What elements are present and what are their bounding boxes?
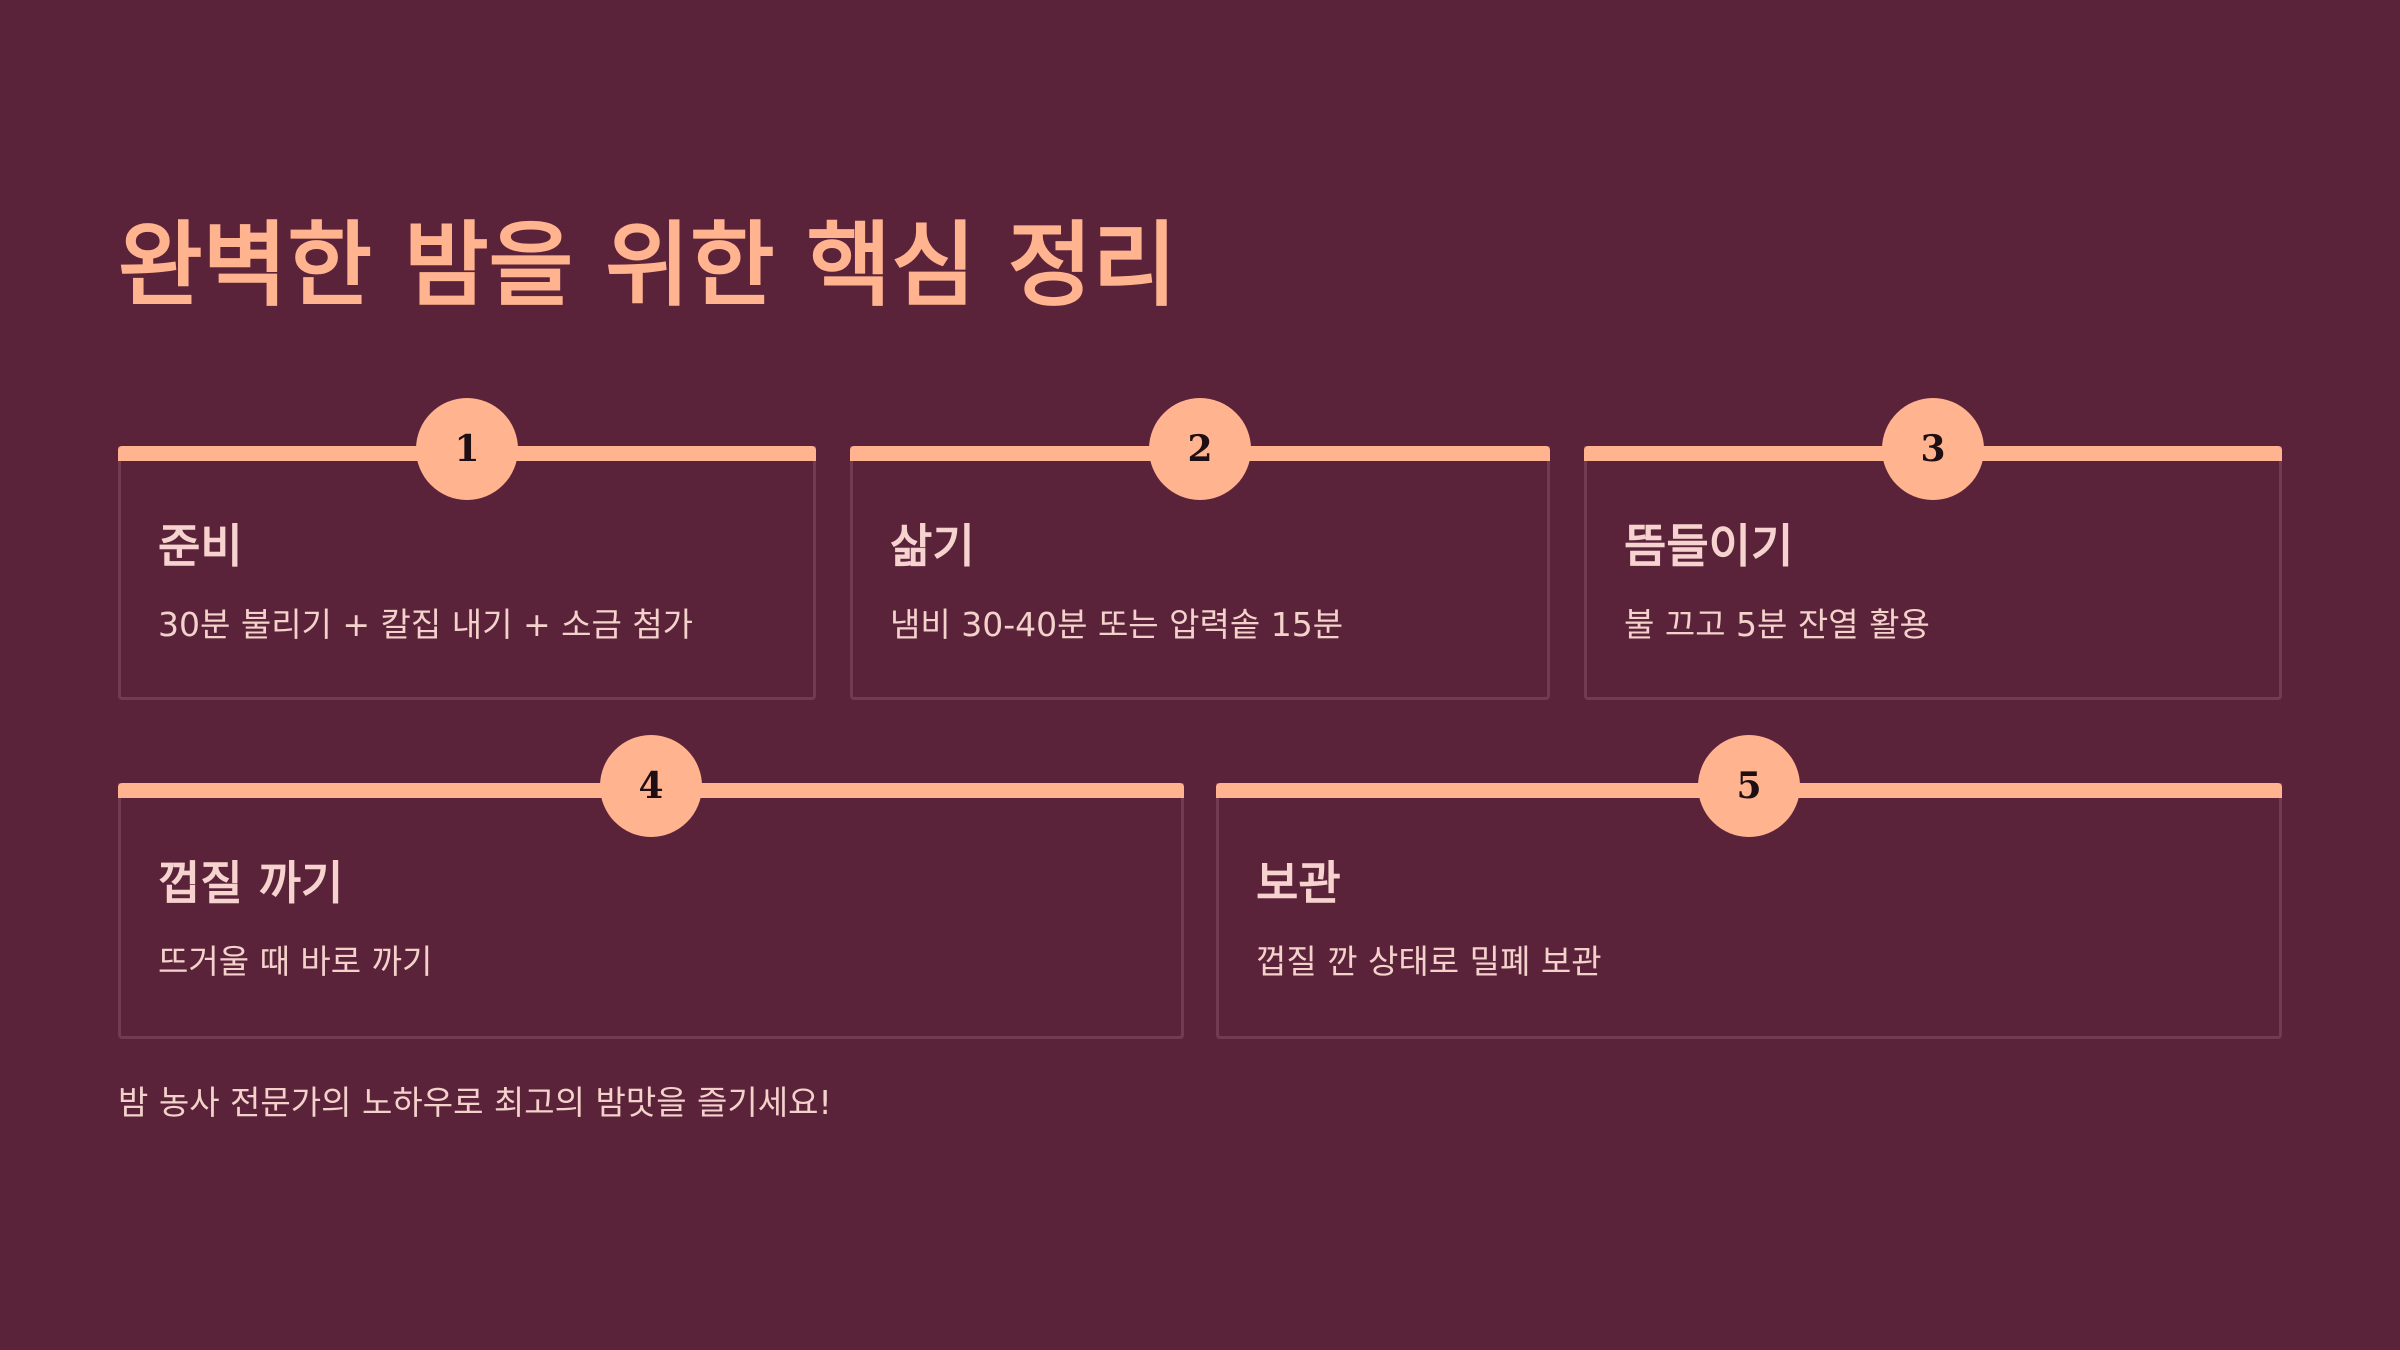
step-number-badge: 2: [1149, 398, 1251, 500]
step-title: 보관: [1256, 856, 1341, 910]
step-description: 껍질 깐 상태로 밀폐 보관: [1256, 942, 1602, 981]
step-description: 30분 불리기 + 칼집 내기 + 소금 첨가: [158, 605, 694, 644]
step-number: 4: [638, 765, 664, 807]
step-number: 5: [1736, 765, 1762, 807]
step-number: 1: [454, 428, 480, 470]
step-card-5: 5 보관 껍질 깐 상태로 밀폐 보관: [1216, 735, 2282, 1039]
step-description: 냄비 30-40분 또는 압력솥 15분: [890, 605, 1344, 644]
step-description: 뜨거울 때 바로 까기: [158, 942, 433, 981]
step-number: 2: [1187, 428, 1213, 470]
footer-note: 밤 농사 전문가의 노하우로 최고의 밤맛을 즐기세요!: [118, 1083, 832, 1122]
step-number: 3: [1920, 428, 1946, 470]
step-number-badge: 5: [1698, 735, 1800, 837]
step-description: 불 끄고 5분 잔열 활용: [1624, 605, 1930, 644]
step-card-3: 3 뜸들이기 불 끄고 5분 잔열 활용: [1584, 398, 2282, 700]
step-number-badge: 3: [1882, 398, 1984, 500]
step-card-2: 2 삶기 냄비 30-40분 또는 압력솥 15분: [850, 398, 1550, 700]
step-number-badge: 1: [416, 398, 518, 500]
slide-title: 완벽한 밤을 위한 핵심 정리: [118, 212, 1178, 319]
step-number-badge: 4: [600, 735, 702, 837]
step-card-1: 1 준비 30분 불리기 + 칼집 내기 + 소금 첨가: [118, 398, 816, 700]
step-card-4: 4 껍질 까기 뜨거울 때 바로 까기: [118, 735, 1184, 1039]
step-title: 뜸들이기: [1624, 519, 1794, 573]
step-title: 껍질 까기: [158, 856, 344, 910]
step-title: 삶기: [890, 519, 975, 573]
step-title: 준비: [158, 519, 243, 573]
